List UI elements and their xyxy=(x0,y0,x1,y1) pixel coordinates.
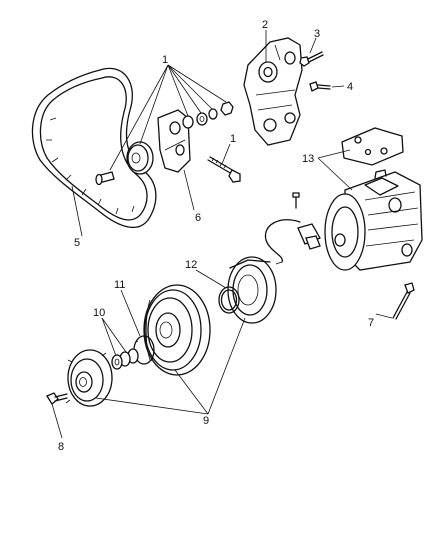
hardware-washers xyxy=(182,101,234,129)
idler-bolt xyxy=(95,171,115,186)
clutch-washers xyxy=(111,348,139,370)
idler-pulley xyxy=(126,141,154,175)
armature-plate xyxy=(65,349,113,407)
clutch-wire-connector xyxy=(264,219,321,265)
callout-13: 13 xyxy=(302,153,314,165)
callout-3: 3 xyxy=(314,28,320,40)
bracket-bolt-3 xyxy=(299,51,324,67)
leader-lines xyxy=(51,30,393,439)
callout-8: 8 xyxy=(58,441,64,453)
callout-7: 7 xyxy=(368,317,374,329)
bracket-bolt-4 xyxy=(309,81,331,92)
small-screw xyxy=(292,192,300,209)
ac-compressor xyxy=(324,169,423,271)
callout-1-top: 1 xyxy=(162,54,168,66)
callout-10: 10 xyxy=(93,307,105,319)
callout-2: 2 xyxy=(262,19,268,31)
field-coil xyxy=(227,256,277,324)
adjust-bolt xyxy=(207,156,241,183)
callout-5: 5 xyxy=(74,237,80,249)
callout-9: 9 xyxy=(203,415,209,427)
callout-12: 12 xyxy=(185,259,197,271)
callout-4: 4 xyxy=(347,81,353,93)
compressor-bracket xyxy=(243,37,303,146)
clutch-pulley xyxy=(143,284,211,376)
mount-plate xyxy=(341,127,404,166)
armature-bolt xyxy=(46,392,68,405)
callout-11: 11 xyxy=(114,279,125,291)
callout-1-bolt: 1 xyxy=(230,133,236,145)
idler-bracket xyxy=(157,109,191,173)
callout-6: 6 xyxy=(195,212,201,224)
compressor-bolt xyxy=(392,282,415,320)
drive-belt xyxy=(31,67,157,229)
snap-ring xyxy=(218,286,240,314)
callout-numbers: 1 1 2 3 4 5 6 7 8 9 10 11 12 13 xyxy=(58,19,374,453)
